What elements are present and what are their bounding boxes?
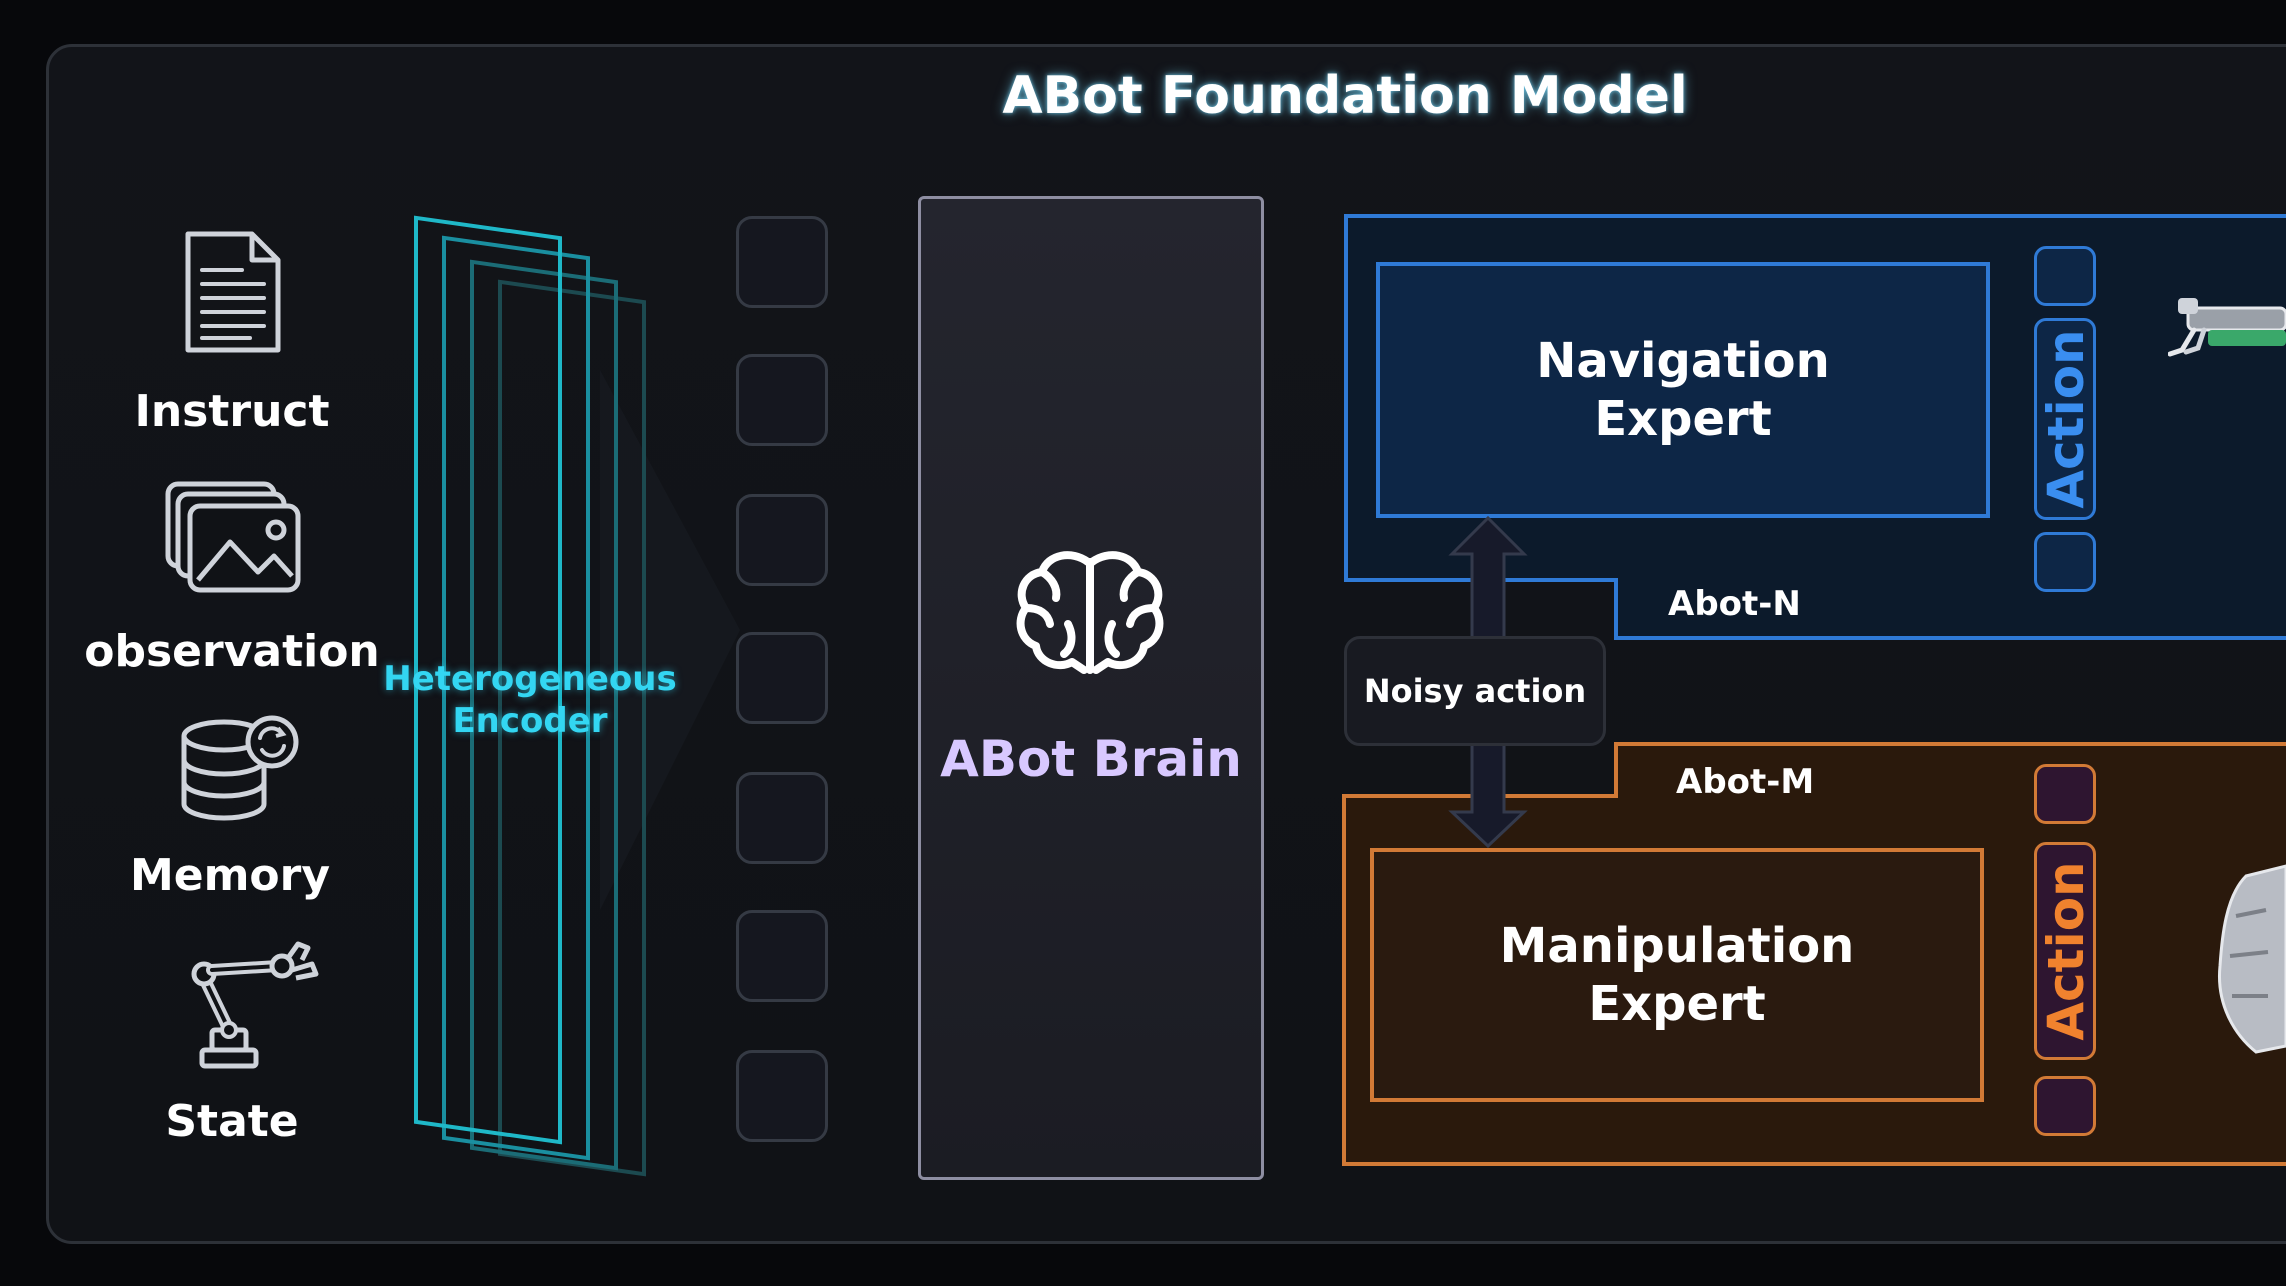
man-action-slot [2034, 842, 2096, 1060]
robot-dog-icon [2168, 298, 2286, 357]
input-label-instruct: Instruct [134, 386, 330, 437]
navigation-tag: Abot-N [1668, 584, 1801, 624]
database-icon [181, 715, 299, 821]
token-slot [736, 910, 828, 1002]
man-action-slot [2034, 764, 2096, 824]
token-slot [736, 354, 828, 446]
token-slot [736, 1050, 828, 1142]
nav-action-slot [2034, 246, 2096, 306]
brain-icon [1016, 551, 1164, 674]
document-icon [185, 231, 281, 353]
token-slot [736, 772, 828, 864]
encoder-label: Heterogeneous Encoder [383, 659, 677, 741]
brain-box [918, 196, 1264, 1180]
down-arrow-icon [1448, 744, 1528, 848]
up-arrow-icon [1448, 516, 1528, 640]
encoder-projection [600, 370, 740, 910]
nav-action-label: Action [2037, 329, 2095, 509]
manipulation-expert: Manipulation Expert [1370, 848, 1984, 1102]
input-label-state: State [165, 1096, 299, 1147]
input-label-memory: Memory [129, 850, 331, 901]
token-slot [736, 216, 828, 308]
manipulation-tag: Abot-M [1676, 762, 1815, 802]
robot-arm-icon [191, 941, 319, 1069]
diagram-title: ABot Foundation Model [1002, 66, 1688, 126]
man-action-label: Action [2037, 861, 2095, 1041]
token-slot [736, 632, 828, 724]
token-slot [736, 494, 828, 586]
navigation-expert: Navigation Expert [1376, 262, 1990, 518]
robot-hand-icon [2217, 864, 2286, 1054]
man-action-slot [2034, 1076, 2096, 1136]
noisy-action-label: Noisy action [1363, 672, 1587, 710]
input-label-observation: observation [84, 626, 380, 677]
images-icon [165, 481, 301, 593]
noisy-action-box: Noisy action [1344, 636, 1606, 746]
brain-label: ABot Brain [940, 730, 1242, 788]
nav-action-slot [2034, 532, 2096, 592]
nav-action-slot [2034, 318, 2096, 520]
